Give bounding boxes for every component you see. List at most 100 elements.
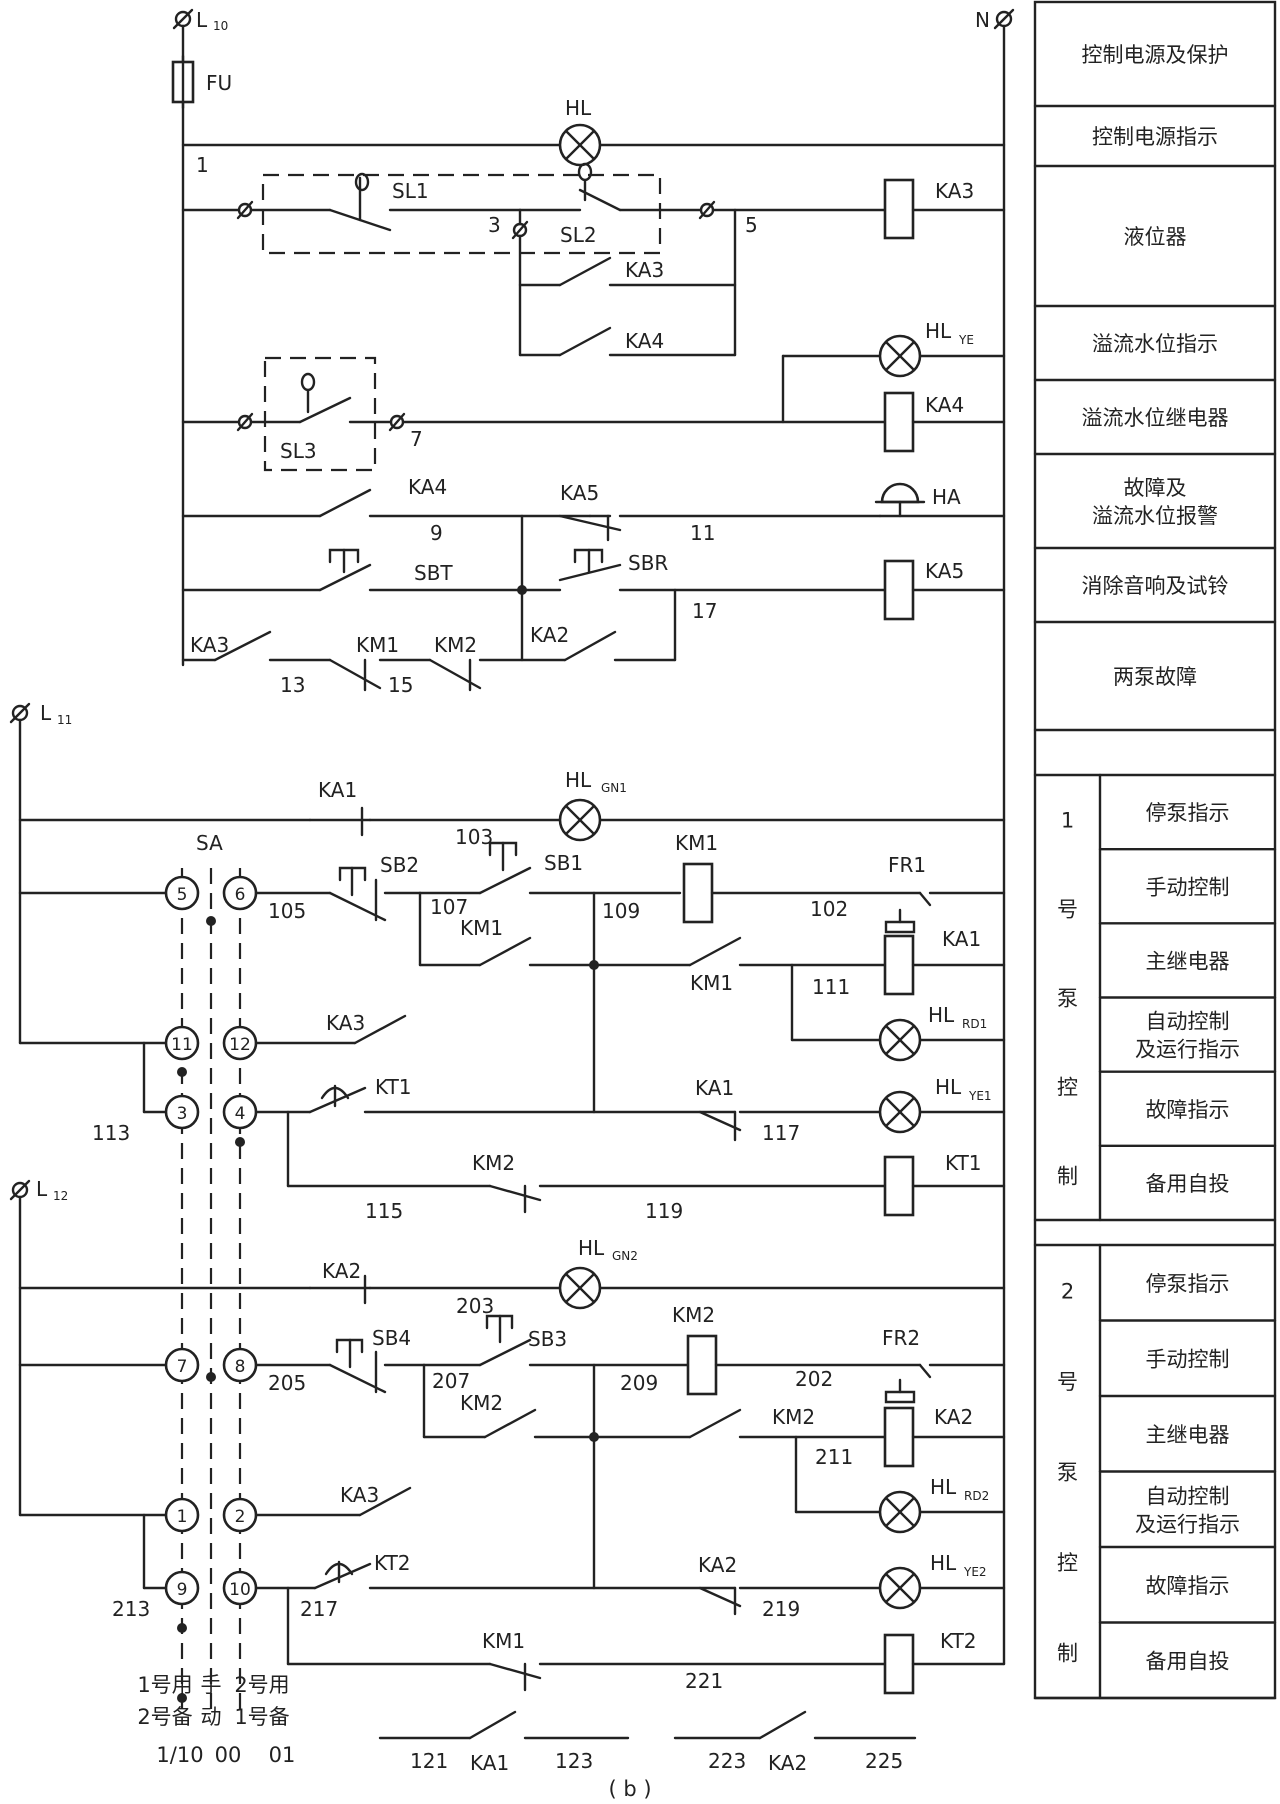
svg-text:KT1: KT1 (945, 1151, 982, 1175)
svg-text:RD1: RD1 (962, 1017, 987, 1031)
sa-terminal-2: 2 (222, 1497, 258, 1533)
pump2-row-3: 主继电器 (1146, 1423, 1230, 1447)
sa-terminal-3: 3 (164, 1094, 200, 1130)
svg-text:HL: HL (578, 1236, 605, 1260)
svg-text:107: 107 (430, 895, 468, 919)
svg-text:SB1: SB1 (544, 851, 583, 875)
svg-text:FR2: FR2 (882, 1326, 920, 1350)
svg-text:KM2: KM2 (772, 1405, 815, 1429)
sa-terminal-7: 7 (164, 1347, 200, 1383)
timer-contact-kt2: KT2 (254, 1551, 596, 1590)
svg-text:2: 2 (235, 1507, 246, 1527)
svg-text:SL1: SL1 (392, 179, 429, 203)
table-row-1: 控制电源及保护 (1082, 43, 1229, 67)
contact-ka1-stop: KA1 (308, 778, 372, 837)
contact-ka3-hold: KA3 (518, 208, 737, 357)
contact-ka2-fault: KA2 (592, 1553, 882, 1616)
pump1-row-6: 备用自投 (1146, 1172, 1230, 1196)
pump2-title-char: 泵 (1057, 1461, 1078, 1485)
horn-ha: HA (874, 482, 1006, 518)
aux-contact-ka2: 223 KA2 225 (673, 1710, 917, 1775)
svg-text:1号用: 1号用 (137, 1673, 192, 1697)
pump2-title-char: 号 (1057, 1370, 1078, 1394)
svg-text:KM1: KM1 (690, 971, 733, 995)
svg-text:动: 动 (201, 1705, 222, 1729)
svg-text:10: 10 (229, 1580, 251, 1600)
svg-text:KT2: KT2 (374, 1551, 411, 1575)
svg-text:KA2: KA2 (530, 623, 569, 647)
svg-text:103: 103 (455, 825, 493, 849)
svg-text:L: L (36, 1177, 48, 1201)
svg-text:113: 113 (92, 1121, 130, 1145)
contact-km2-main: KM2 (592, 1405, 887, 1439)
pump2-row-1: 停泵指示 (1146, 1272, 1230, 1296)
relay-coil-ka1: KA1 (883, 927, 1006, 996)
svg-text:225: 225 (865, 1749, 903, 1773)
svg-text:9: 9 (430, 521, 443, 545)
sa-mode-labels: 1号用 2号备 手 动 2号用 1号备 1/10 00 01 (137, 1673, 295, 1767)
svg-text:KA5: KA5 (560, 481, 599, 505)
contact-ka1-fault: KA1 (592, 1076, 882, 1142)
svg-text:1/10: 1/10 (156, 1743, 203, 1767)
button-sb3: SB3 (422, 1314, 690, 1367)
table-row-5: 溢流水位继电器 (1082, 406, 1229, 430)
timer-coil-kt1: KT1 (883, 1151, 1006, 1217)
svg-text:YE2: YE2 (963, 1565, 987, 1579)
pump1-row-1: 停泵指示 (1146, 801, 1230, 825)
svg-text:KA1: KA1 (318, 778, 357, 802)
sl3-level-switch: SL3 7 (181, 356, 887, 472)
contact-km1-standby2: KM1 (286, 1629, 887, 1692)
svg-text:KA4: KA4 (925, 393, 964, 417)
svg-text:HL: HL (930, 1551, 957, 1575)
contact-km2-hold: KM2 (422, 1391, 596, 1439)
pump2-row-4: 自动控制及运行指示 (1135, 1484, 1240, 1536)
svg-text:KA1: KA1 (942, 927, 981, 951)
svg-text:KM2: KM2 (472, 1151, 515, 1175)
sa-label: SA (196, 831, 223, 855)
svg-text:17: 17 (692, 599, 717, 623)
sa-terminal-9: 9 (164, 1570, 200, 1606)
svg-text:217: 217 (300, 1597, 338, 1621)
fuse-fu: FU (171, 54, 232, 110)
contact-ka2-stop: KA2 (308, 1259, 372, 1305)
aux-contact-ka1: 121 KA1 123 (378, 1710, 630, 1775)
svg-text:KA3: KA3 (340, 1483, 379, 1507)
svg-text:1: 1 (177, 1507, 188, 1527)
pump1-row-2: 手动控制 (1146, 875, 1230, 899)
contact-ka3-auto2: KA3 (254, 1483, 412, 1517)
svg-text:111: 111 (812, 975, 850, 999)
svg-text:N: N (975, 8, 990, 32)
svg-text:KA2: KA2 (698, 1553, 737, 1577)
svg-text:HL: HL (928, 1003, 955, 1027)
svg-text:KM1: KM1 (356, 633, 399, 657)
contact-km2-standby1: KM2 (286, 1151, 887, 1214)
svg-text:105: 105 (268, 899, 306, 923)
svg-text:7: 7 (410, 427, 423, 451)
svg-text:KM2: KM2 (460, 1391, 503, 1415)
svg-text:6: 6 (235, 885, 246, 905)
svg-text:11: 11 (690, 521, 715, 545)
timer-contact-kt1: KT1 (254, 1075, 596, 1114)
svg-text:SBR: SBR (628, 551, 668, 575)
svg-text:123: 123 (555, 1749, 593, 1773)
svg-text:4: 4 (235, 1104, 246, 1124)
pump2-row-6: 备用自投 (1146, 1649, 1230, 1673)
pump1-title-char: 泵 (1057, 987, 1078, 1011)
pump1-title-char: 制 (1057, 1165, 1078, 1189)
svg-text:L: L (40, 701, 52, 725)
svg-text:13: 13 (280, 673, 305, 697)
svg-text:KM1: KM1 (460, 916, 503, 940)
svg-text:RD2: RD2 (964, 1489, 989, 1503)
svg-text:SL3: SL3 (280, 439, 317, 463)
svg-text:YE1: YE1 (968, 1089, 992, 1103)
svg-text:115: 115 (365, 1199, 403, 1223)
relay-coil-ka4: KA4 (883, 391, 1006, 453)
lamp-hl-rd1: HL RD1 (790, 1003, 1006, 1062)
svg-text:KA1: KA1 (470, 1751, 509, 1775)
svg-text:SB4: SB4 (372, 1326, 411, 1350)
relay-coil-ka5: KA5 (883, 559, 1006, 621)
svg-text:223: 223 (708, 1749, 746, 1773)
svg-text:211: 211 (815, 1445, 853, 1469)
lamp-hl: HL (558, 96, 602, 167)
